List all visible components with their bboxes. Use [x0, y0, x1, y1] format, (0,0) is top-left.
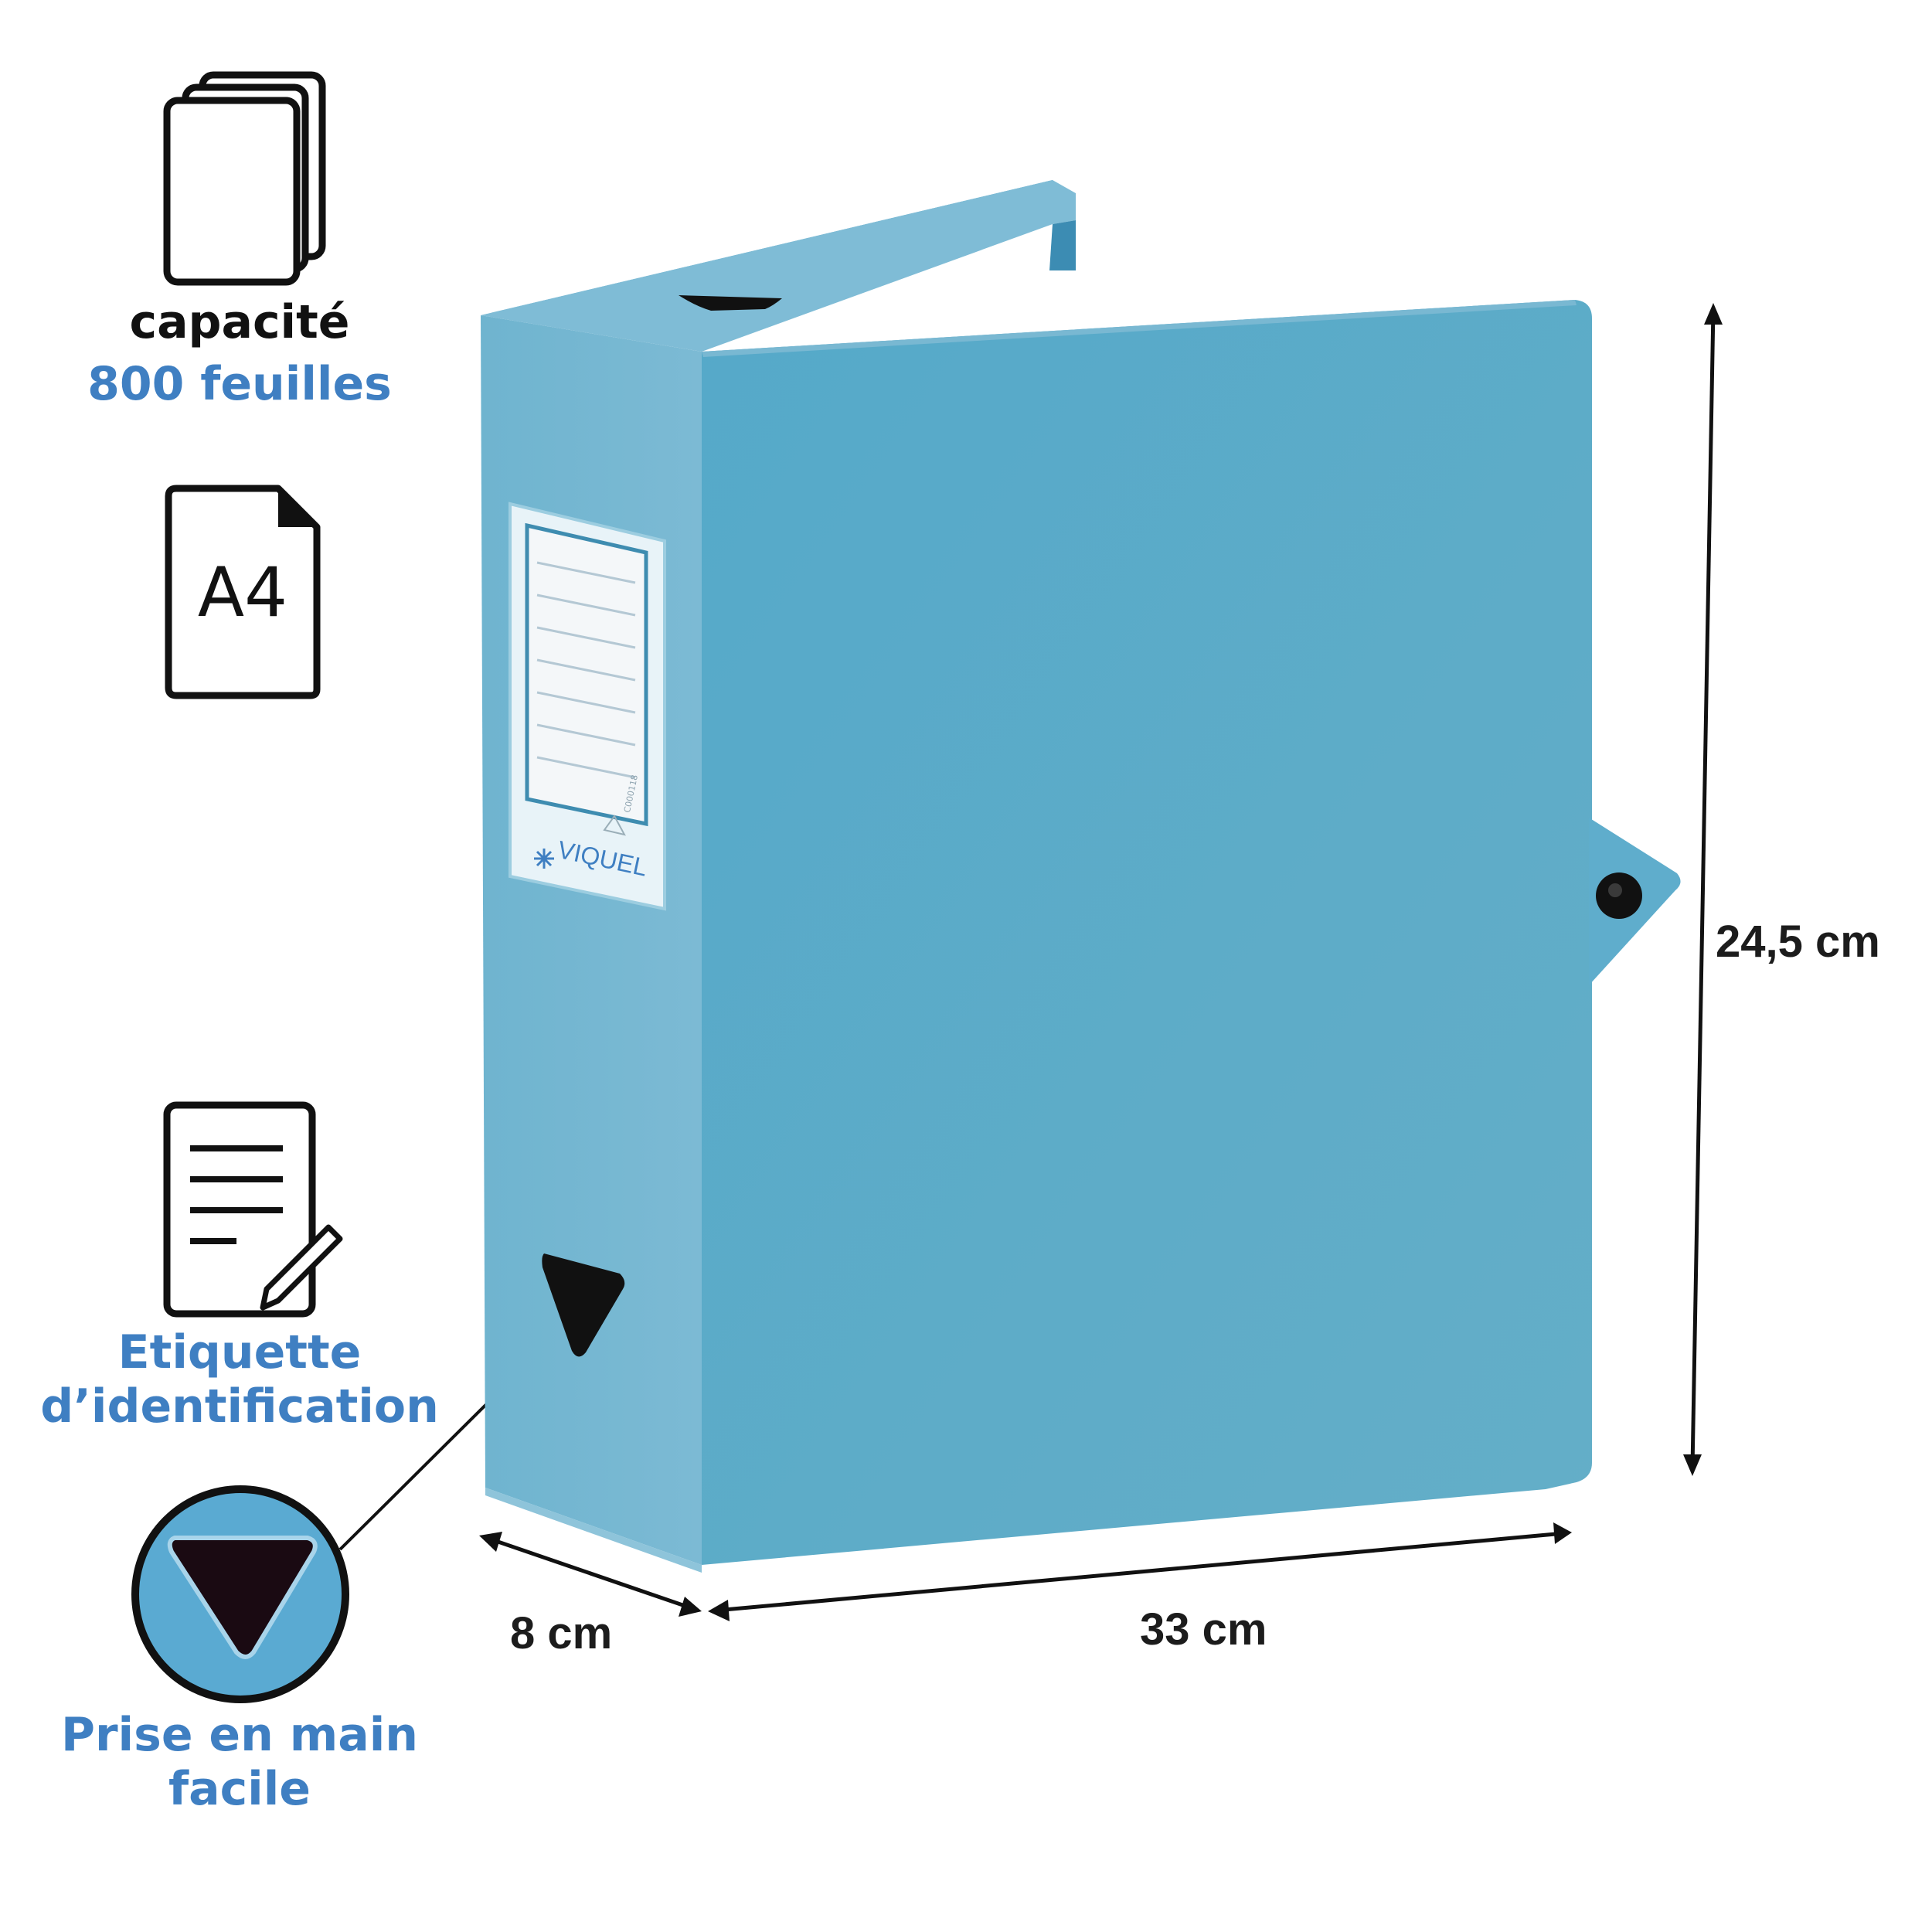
- depth-dimension-arrow: [479, 1532, 702, 1617]
- a4-format-text: A4: [197, 553, 288, 632]
- page-fold-icon: [278, 488, 317, 527]
- spine-label: [509, 502, 666, 911]
- width-dimension-arrow: [708, 1522, 1572, 1621]
- depth-dimension-label: 8 cm: [510, 1608, 613, 1658]
- label-feature-line1: Etiquette: [117, 1325, 362, 1379]
- label-feature-line2: d’identification: [40, 1379, 439, 1434]
- width-dimension-label: 33 cm: [1140, 1604, 1267, 1655]
- capacity-label: capacité: [129, 295, 350, 349]
- document-pen-icon: [163, 1101, 343, 1318]
- document-a4-icon: [165, 485, 321, 699]
- grip-feature-line2: facile: [168, 1762, 311, 1816]
- paper-stack-icon: [163, 71, 326, 286]
- height-dimension-label: 24,5 cm: [1716, 917, 1880, 967]
- viquel-logo-icon: [534, 849, 554, 869]
- capacity-value: 800 feuilles: [87, 357, 392, 411]
- grip-feature-line1: Prise en main: [60, 1708, 418, 1762]
- finger-hole-icon: [131, 1485, 349, 1703]
- height-dimension-arrow: [1683, 303, 1723, 1476]
